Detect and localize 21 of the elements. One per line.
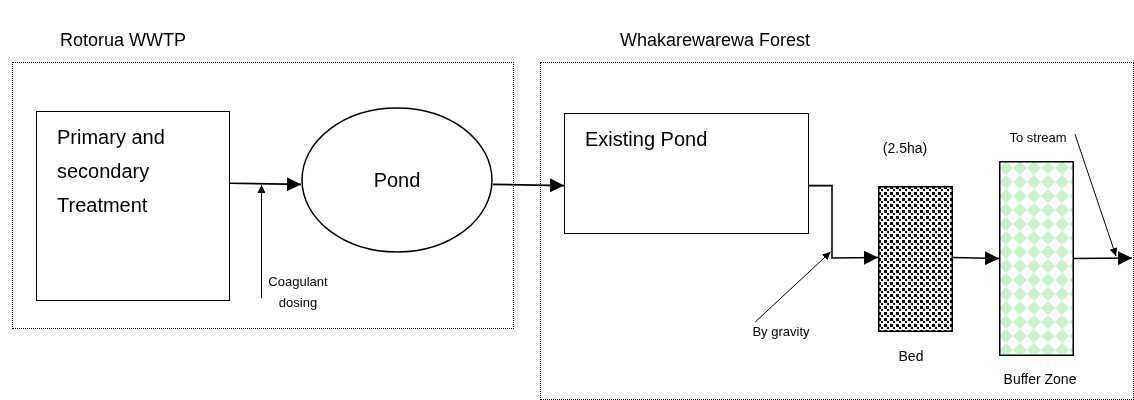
pond-box: Existing Pond <box>564 113 809 234</box>
annotation-text: By gravity <box>738 322 824 342</box>
node-label: Bed <box>897 348 925 364</box>
leader-arrow <box>257 184 266 299</box>
flow-arrow <box>1073 251 1133 266</box>
leader-arrow <box>754 251 831 323</box>
area-title: Rotorua WWTP <box>60 30 187 51</box>
flow-arrow <box>229 177 302 192</box>
flow-arrow <box>952 251 1000 266</box>
pond-ellipse: Pond <box>301 107 493 253</box>
flow-arrow <box>492 178 565 193</box>
leader-arrow <box>1074 133 1118 257</box>
node-label: (2.5ha) <box>881 140 929 156</box>
buffer-zone-block <box>999 161 1074 356</box>
annotation-text: Coagulant dosing <box>250 268 346 318</box>
area-title: Whakarewarewa Forest <box>620 30 811 51</box>
process-box: Primary and secondary Treatment <box>36 111 230 301</box>
node-label: Buffer Zone <box>1002 371 1078 387</box>
flow-arrow <box>808 184 879 265</box>
bed-block <box>878 186 953 332</box>
annotation-text: To stream <box>993 128 1083 148</box>
